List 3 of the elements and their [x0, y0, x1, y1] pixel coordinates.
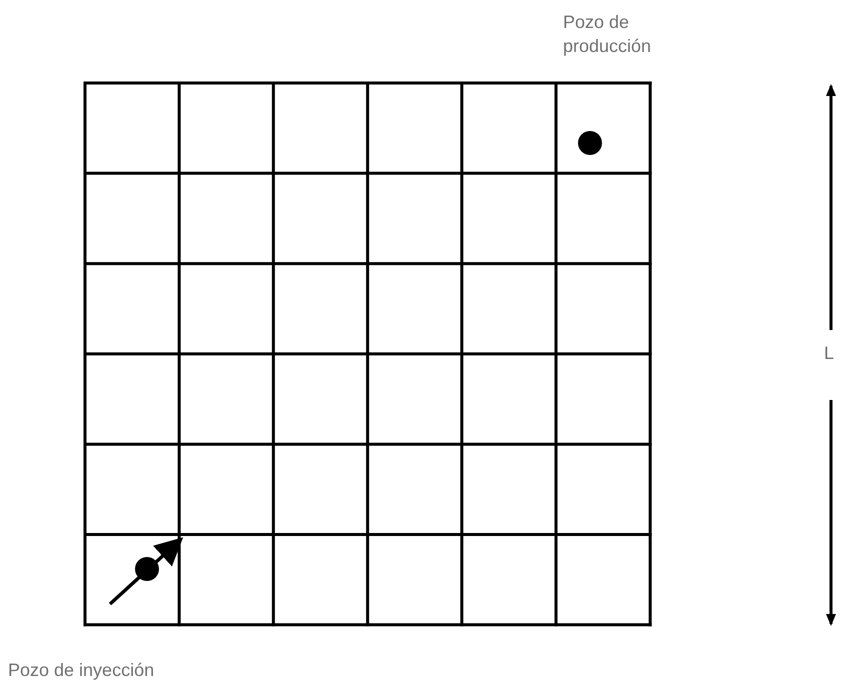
well-label: Pozo de inyección [8, 659, 154, 682]
dimension-label: L [824, 342, 834, 365]
well-label: Pozo de producción [563, 11, 652, 58]
